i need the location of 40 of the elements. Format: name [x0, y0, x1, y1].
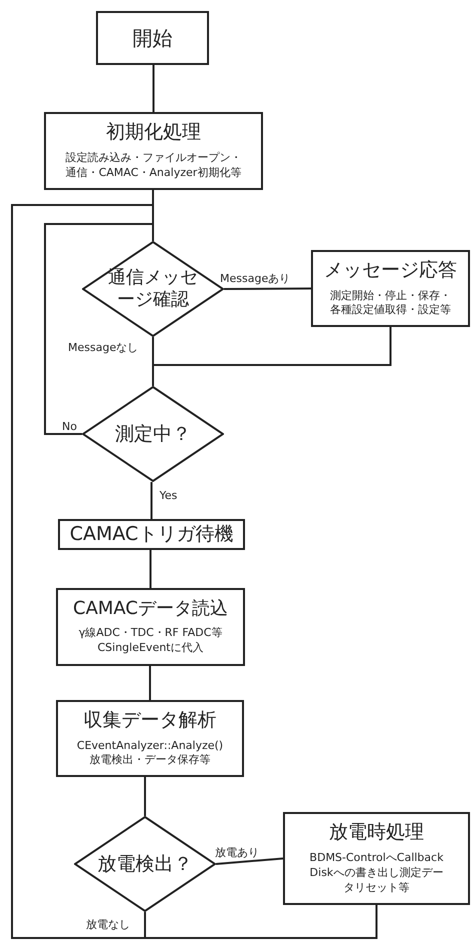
box-title: 初期化処理	[106, 121, 201, 144]
process-box	[311, 250, 470, 327]
box-title: 開始	[132, 26, 172, 50]
box-title: メッセージ応答	[324, 258, 457, 282]
edge-label: 放電なし	[86, 918, 130, 932]
process-box	[58, 519, 245, 550]
decision-diamond	[82, 386, 224, 482]
box-description: BDMS-ControlへCallback Diskへの書き出し測定データリセット等	[308, 851, 444, 896]
edge-label: Yes	[160, 489, 178, 502]
box-description: 設定読み込み・ファイルオープン・通信・CAMAC・Analyzer初期化等	[64, 151, 242, 181]
connector-line	[149, 666, 151, 700]
edge-label: 放電あり	[215, 846, 259, 860]
box-title: CAMACトリガ待機	[70, 523, 234, 546]
start-box	[96, 11, 209, 65]
connector-line	[152, 65, 154, 112]
connector-line	[216, 858, 284, 865]
process-box	[56, 588, 245, 666]
box-description: 測定開始・停止・保存・各種設定値取得・設定等	[329, 288, 452, 318]
connector-line	[11, 204, 378, 939]
box-title: 収集データ解析	[84, 708, 216, 732]
edge-label: Messageなし	[68, 341, 138, 354]
process-box	[44, 112, 263, 190]
box-title: CAMACデータ読込	[73, 598, 228, 620]
connector-line	[150, 482, 152, 519]
process-box	[56, 700, 244, 777]
connector-line	[44, 223, 154, 435]
connector-line	[152, 327, 392, 386]
decision-text: 放電検出？	[96, 852, 194, 876]
box-description: CEventAnalyzer::Analyze()放電検出・データ保存等	[76, 738, 224, 768]
box-description: γ線ADC・TDC・RF FADC等CSingleEventに代入	[78, 626, 224, 656]
process-box	[283, 812, 470, 905]
connector-line	[144, 777, 146, 816]
edge-label: Messageあり	[220, 272, 290, 286]
decision-text: 通信メッセージ確認	[107, 267, 199, 311]
decision-text: 測定中？	[114, 422, 192, 446]
connector-line	[150, 550, 152, 588]
box-title: 放電時処理	[329, 821, 424, 844]
edge-label: No	[62, 420, 77, 434]
connector-line	[224, 288, 311, 290]
decision-diamond	[74, 816, 216, 912]
